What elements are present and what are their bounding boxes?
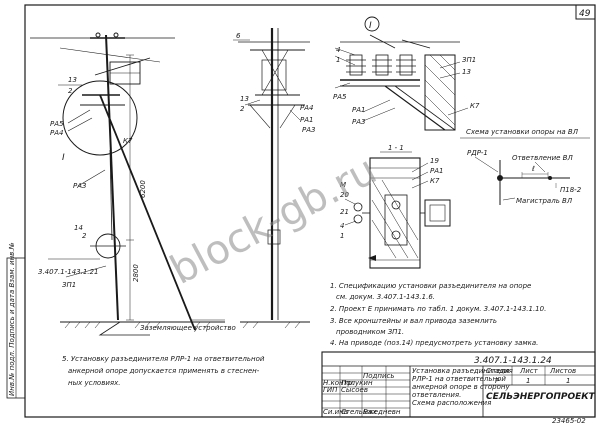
installation-scheme: Схема установки опоры на ВЛ РДР-1 Ответв…	[460, 128, 590, 205]
scheme-main: Магистраль ВЛ	[516, 197, 573, 205]
label-doc-ref: 3.407.1-143.1.21	[38, 268, 98, 276]
note-line-2: см. докум. 3.407.1-143.1.6.	[336, 293, 435, 301]
detI-label-13: 13	[462, 68, 471, 76]
note-line-5: проводником ЗП1.	[336, 328, 404, 336]
mid-label-ra3: РА3	[302, 126, 315, 134]
header-sheet: Лист	[519, 367, 539, 375]
label-dr1: 13	[68, 76, 77, 84]
sec-label-21: 21	[340, 208, 349, 216]
title-block	[321, 351, 596, 418]
label-ra5: РА5	[50, 120, 64, 128]
scheme-title: Схема установки опоры на ВЛ	[466, 128, 579, 136]
detI-label-1: 1	[336, 56, 340, 64]
footer-col-2: Стельмах	[341, 408, 377, 416]
label-kt: К7	[123, 137, 133, 145]
note-line-4: 3. Все кронштейны и вал привода заземлит…	[330, 317, 497, 325]
note-line-1: 1. Спецификацию установки разъединителя …	[330, 282, 531, 290]
page-number-box	[575, 4, 596, 20]
detI-label-kt: К7	[470, 102, 480, 110]
label-ground: Заземляющее устройство	[140, 324, 236, 332]
page-number: 49	[579, 9, 591, 19]
note5-line-1: 5. Установку разъединителя РЛР-1 на отве…	[62, 355, 265, 363]
header-stage: Стадия	[486, 367, 513, 375]
note5-block: 5. Установку разъединителя РЛР-1 на отве…	[62, 355, 265, 387]
note-line-3: 2. Проект Е принимать по табл. 1 докум. …	[330, 305, 546, 313]
value-sheets: 1	[566, 377, 570, 385]
detI-label-ra3: РА3	[352, 118, 365, 126]
doc-number: 3.407.1-143.1.24	[474, 356, 552, 366]
side-stamp-text: Инв.№ подл. Подпись и дата Взам. инв.№	[8, 242, 16, 396]
note5-line-3: ных условиях.	[68, 379, 120, 387]
label-ra4: РА4	[50, 129, 63, 137]
mid-label-13: 13	[240, 95, 249, 103]
role-1: Н.контр.	[323, 379, 354, 387]
mid-label-ra4: РА4	[300, 104, 313, 112]
label-sp1: ЗП1	[62, 281, 76, 289]
value-stage: Р	[495, 377, 500, 385]
organization-name: СЕЛЬЭНЕРГОПРОЕКТ	[486, 392, 596, 402]
detI-label-ra1: РА1	[352, 106, 365, 114]
section-title: 1 - 1	[388, 144, 404, 152]
header-sheets: Листов	[549, 367, 576, 375]
scheme-rdp: РДР-1	[467, 149, 488, 157]
sheet-frame	[24, 4, 596, 418]
scheme-branch: Ответвление ВЛ	[512, 154, 573, 162]
bottom-code: 23465-02	[552, 417, 586, 425]
role-2: ГИП	[323, 386, 338, 394]
detail-I-callout	[62, 80, 138, 156]
dim-2800: 2800	[132, 264, 140, 282]
role-2-name: Сысоев	[341, 386, 368, 394]
value-sheet: 1	[526, 377, 530, 385]
desc-line-2: РЛР-1 на ответвительной	[412, 375, 506, 383]
label-2-lower: 2	[82, 232, 87, 240]
label-ra3: РА3	[73, 182, 86, 190]
desc-line-5: Схема расположения	[412, 399, 491, 407]
desc-line-1: Установка разъединителя	[412, 367, 510, 375]
mid-label-ra1: РА1	[300, 116, 313, 124]
note-line-6: 4. На приводе (поз.14) предусмотреть уст…	[330, 339, 538, 347]
section-1-1: 1 - 1 19 РА1 К7 20 М 21 4 1	[340, 144, 451, 269]
notes-block: 1. Спецификацию установки разъединителя …	[330, 282, 546, 347]
pole-elevation-middle: 6 13 2 РА4 РА1 РА3	[233, 28, 315, 329]
left-stamp-strip: Инв.№ подл. Подпись и дата Взам. инв.№	[6, 242, 26, 399]
footer-col-1: Си.инв	[323, 408, 348, 416]
sign-header: Подпись	[363, 372, 395, 380]
label-dr2: 2	[68, 87, 73, 95]
detail-I: I 4 1 РА5 ЗП1 13	[333, 16, 480, 131]
sec-label-m: М	[340, 181, 346, 189]
label-detail-I: I	[62, 153, 65, 163]
detI-label-sp1: ЗП1	[462, 56, 476, 64]
detI-label-4: 4	[336, 46, 340, 54]
scheme-pv: П18-2	[560, 186, 582, 194]
watermark: block-gb.ru	[163, 147, 384, 294]
pole-elevation-left: 13 2 РА5 РА4 К7 I РА3 14 2 6200 2800 3.4…	[30, 32, 236, 336]
detI-label-ra5: РА5	[333, 93, 347, 101]
sec-label-ra1: РА1	[430, 167, 443, 175]
sec-label-4: 4	[340, 222, 344, 230]
desc-line-4: ответвления.	[412, 391, 461, 399]
footer-col-3: Ежедневн	[363, 408, 401, 416]
sec-label-1: 1	[340, 232, 344, 240]
scheme-l: ℓ	[531, 165, 535, 173]
sec-label-20: 20	[340, 191, 349, 199]
detail-I-title: I	[369, 21, 372, 31]
desc-line-3: анкерной опоре в сторону	[412, 383, 510, 391]
mid-label-2: 2	[240, 105, 245, 113]
sec-label-19: 19	[430, 157, 439, 165]
note5-line-2: анкерной опоре допускается применять в с…	[68, 367, 260, 375]
role-1-name: Полукин	[341, 379, 373, 387]
sec-label-kt: К7	[430, 177, 440, 185]
mid-label-6: 6	[236, 32, 241, 40]
dim-6200: 6200	[139, 180, 147, 198]
label-14: 14	[74, 224, 83, 232]
